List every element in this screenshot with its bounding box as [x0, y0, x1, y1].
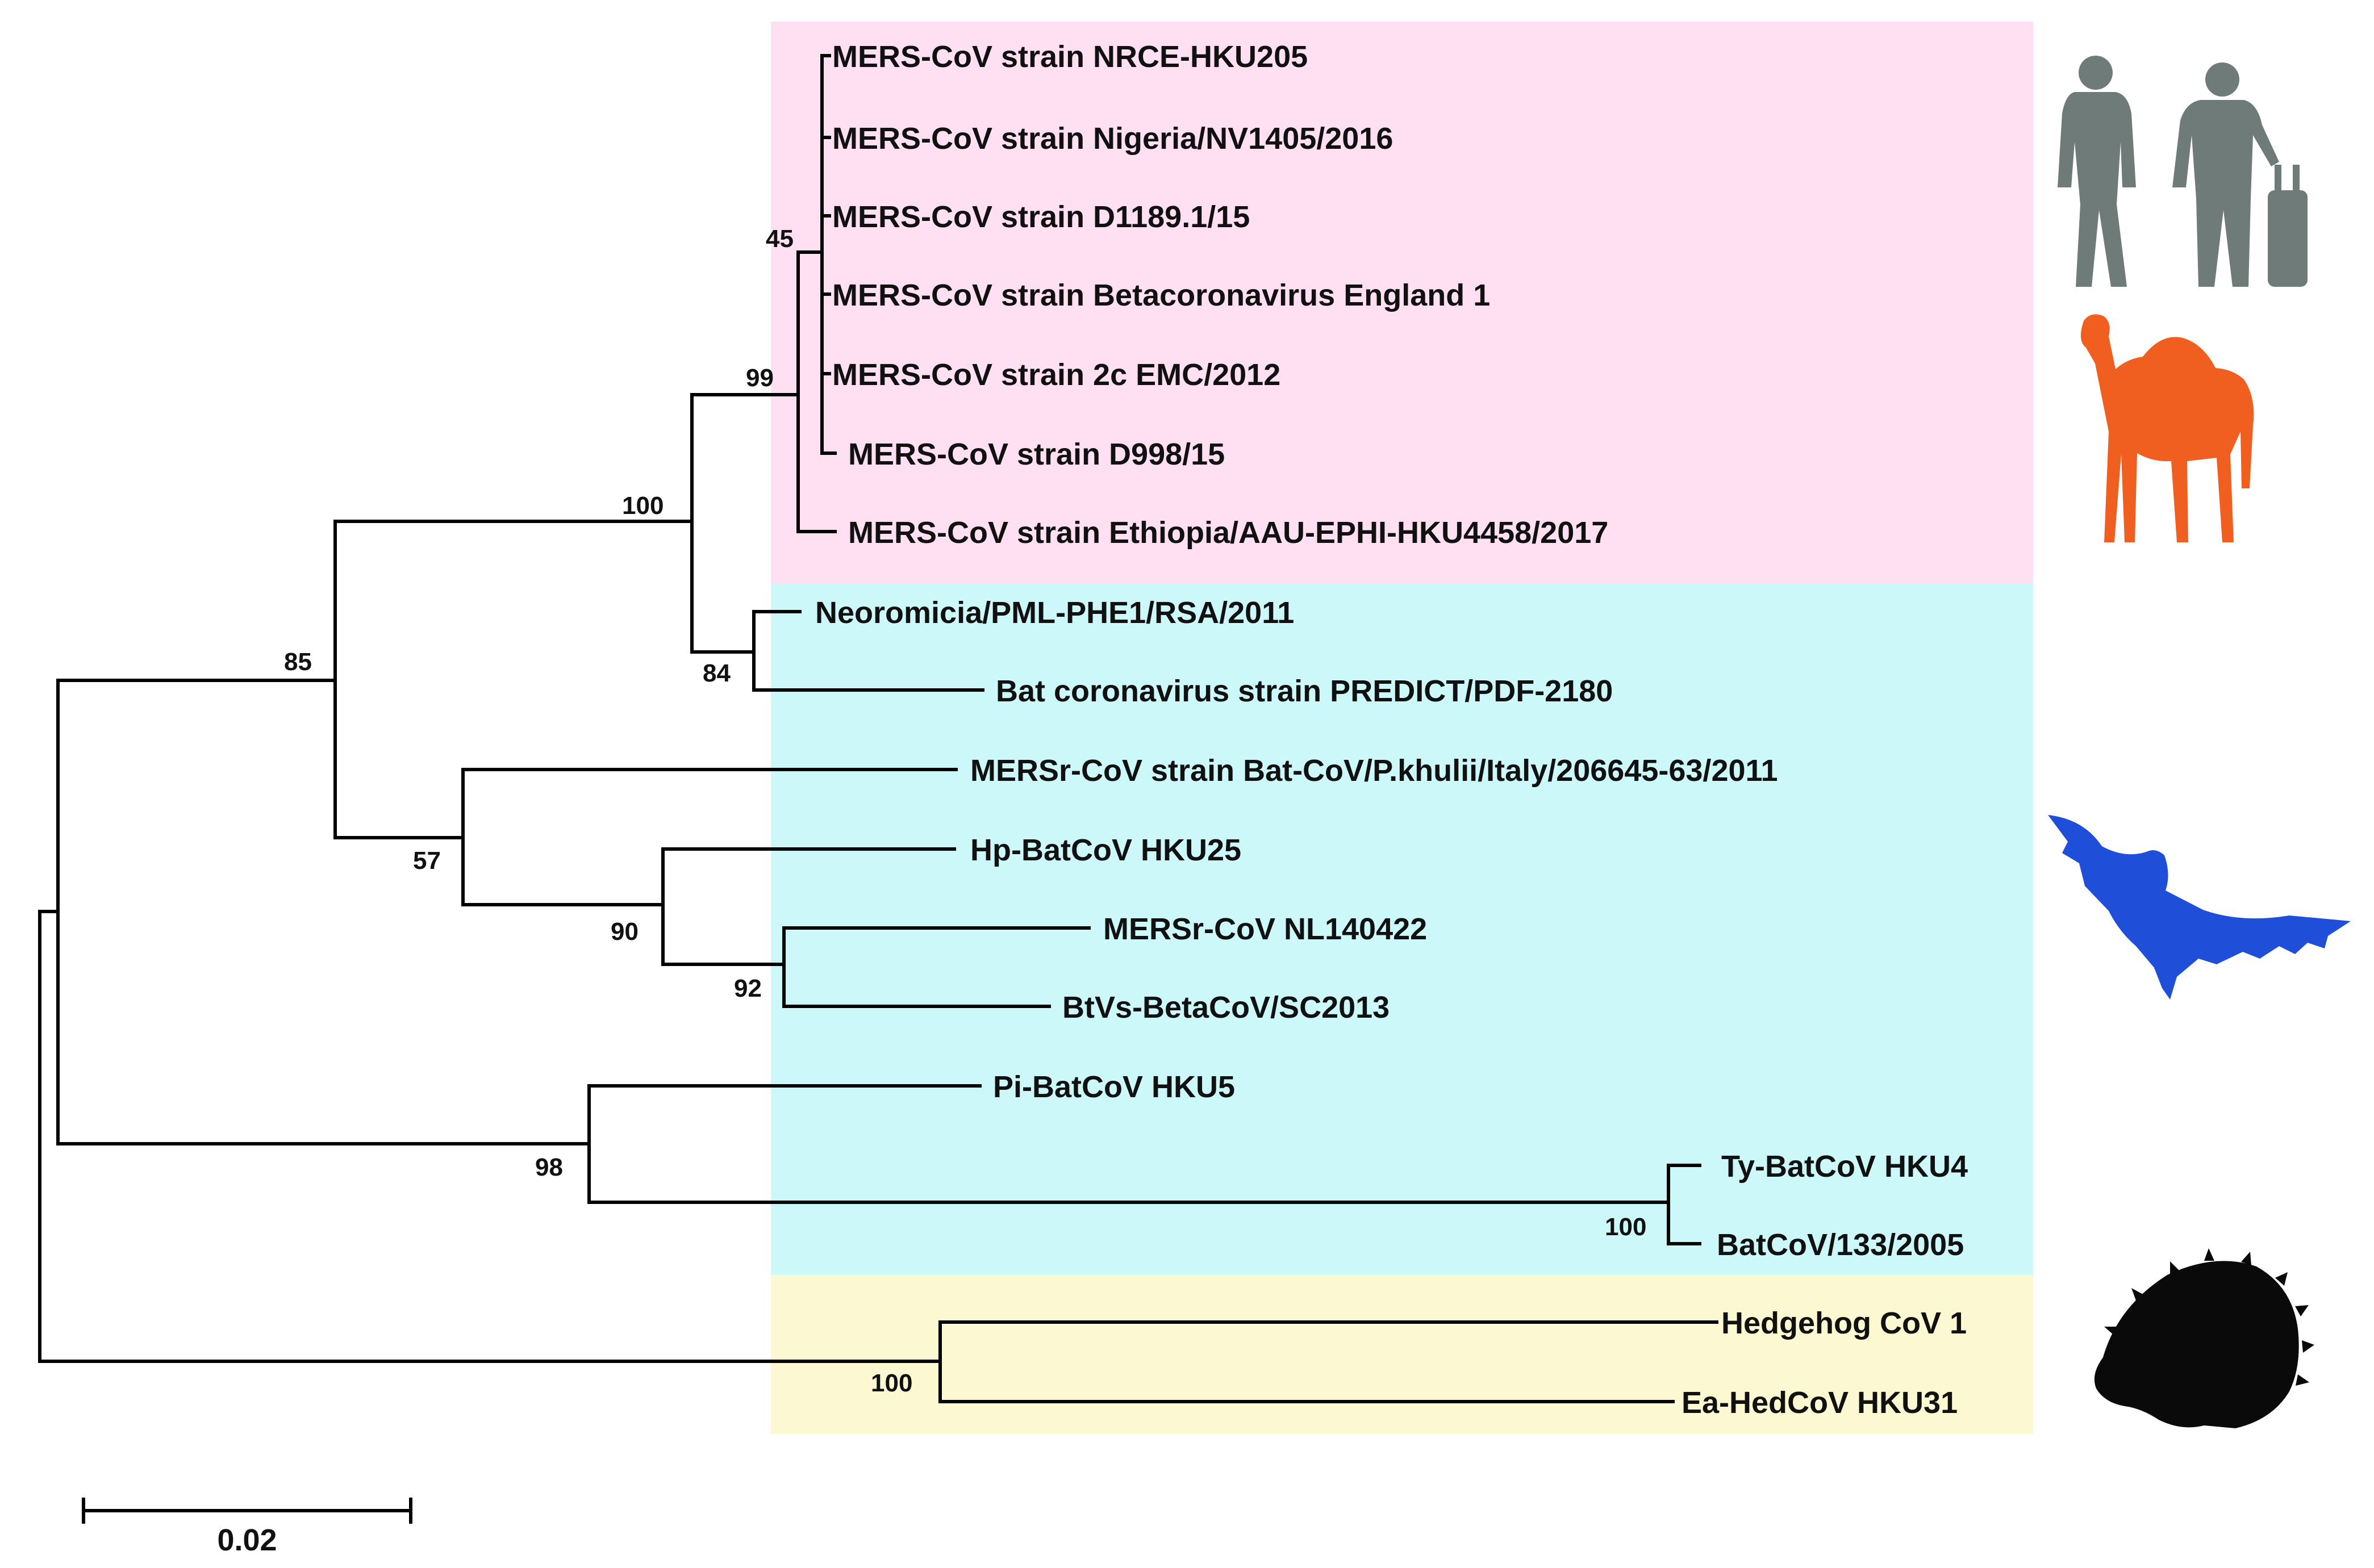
tree-branches: [38, 54, 1718, 1403]
bootstrap-value: 100: [1605, 1213, 1646, 1241]
tip-label-emc: MERS-CoV strain 2c EMC/2012: [832, 358, 1280, 392]
bootstrap-value: 100: [871, 1369, 912, 1397]
bootstrap-values: 45 99 100 84 85 57 90 92 98 100 100: [284, 225, 1646, 1397]
tip-label-hku4: Ty-BatCoV HKU4: [1721, 1149, 1968, 1184]
tip-label-nigeria: MERS-CoV strain Nigeria/NV1405/2016: [832, 122, 1393, 156]
tip-label-hku31: Ea-HedCoV HKU31: [1682, 1386, 1958, 1420]
tip-labels: MERS-CoV strain NRCE-HKU205 MERS-CoV str…: [815, 40, 1968, 1420]
tip-label-hku25: Hp-BatCoV HKU25: [970, 833, 1241, 867]
scale-bar: 0.02: [82, 1498, 412, 1557]
tip-label-nl140422: MERSr-CoV NL140422: [1103, 912, 1427, 946]
scale-bar-label: 0.02: [217, 1523, 277, 1557]
hedgehog-icon: [2094, 1248, 2314, 1428]
bootstrap-value: 84: [703, 659, 731, 687]
bootstrap-value: 90: [611, 918, 639, 946]
tip-label-d998: MERS-CoV strain D998/15: [848, 437, 1225, 471]
tip-label-bat133: BatCoV/133/2005: [1717, 1228, 1964, 1262]
tip-label-england: MERS-CoV strain Betacoronavirus England …: [832, 278, 1490, 312]
hedgehog-host-panel: [771, 1275, 2033, 1434]
bootstrap-value: 92: [734, 975, 762, 1002]
bootstrap-value: 100: [622, 492, 664, 520]
human-camel-host-panel: [771, 22, 2033, 584]
tip-label-italy: MERSr-CoV strain Bat-CoV/P.khulii/Italy/…: [970, 754, 1778, 788]
tip-label-hku5: Pi-BatCoV HKU5: [993, 1070, 1235, 1104]
bootstrap-value: 99: [746, 364, 774, 392]
bootstrap-value: 57: [413, 847, 441, 875]
bootstrap-value: 45: [766, 225, 794, 253]
traveler-icon: [2172, 62, 2308, 287]
tip-label-hedgehog1: Hedgehog CoV 1: [1721, 1306, 1967, 1340]
bootstrap-value: 98: [535, 1153, 563, 1181]
tip-label-d1189: MERS-CoV strain D1189.1/15: [832, 200, 1250, 234]
tip-label-sc2013: BtVs-BetaCoV/SC2013: [1062, 990, 1390, 1025]
camel-icon: [2080, 314, 2254, 542]
bootstrap-value: 85: [284, 648, 312, 676]
tip-label-predict: Bat coronavirus strain PREDICT/PDF-2180: [996, 674, 1613, 708]
human-icon: [2058, 56, 2136, 287]
bat-icon: [2048, 815, 2351, 1000]
tip-label-ethiopia: MERS-CoV strain Ethiopia/AAU-EPHI-HKU445…: [848, 516, 1608, 550]
tip-label-neoromicia: Neoromicia/PML-PHE1/RSA/2011: [815, 596, 1294, 630]
tip-label-nrce: MERS-CoV strain NRCE-HKU205: [832, 40, 1308, 74]
